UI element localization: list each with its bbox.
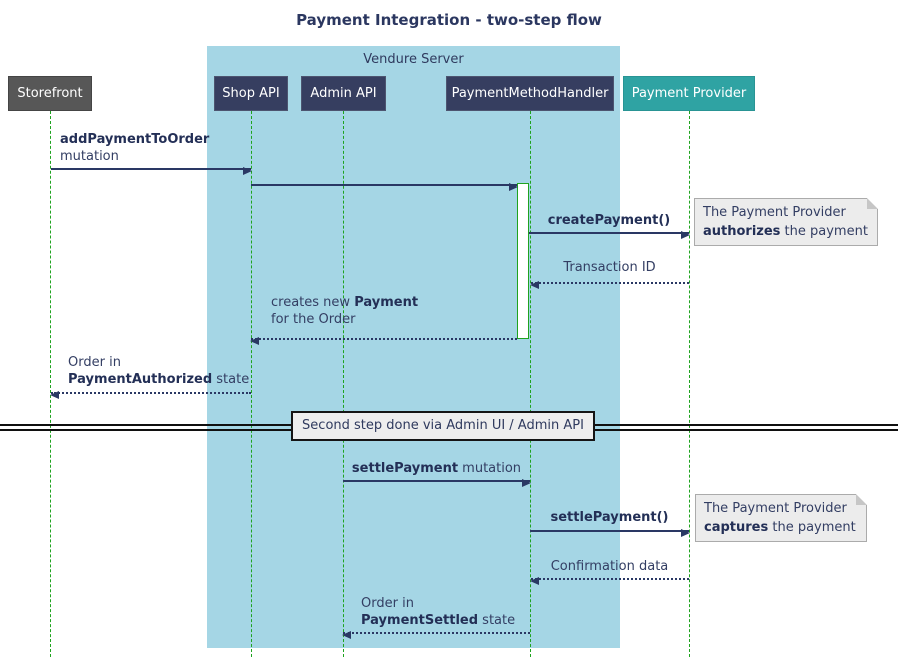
arrow-confirmation-data [530,577,689,585]
message-label-order-settled: Order in PaymentSettled state [361,596,516,628]
message-label-settle-payment-mutation: settlePayment mutation [351,461,522,476]
divider-label: Second step done via Admin UI / Admin AP… [291,411,595,441]
vendure-server-label: Vendure Server [363,52,464,67]
arrow-creates-payment [250,337,517,345]
message-label-create-payment: createPayment() [547,213,671,228]
participant-payment-provider: Payment Provider [623,76,755,111]
participant-storefront: Storefront [8,76,92,111]
lifeline-payment-provider [689,111,690,657]
lifeline-payment-method-handler [530,111,531,657]
diagram-title: Payment Integration - two-step flow [296,11,602,29]
note-authorizes: The Payment Provider authorizes the paym… [694,198,878,246]
arrow-shop-to-handler [251,183,518,191]
lifeline-admin-api [343,111,344,657]
arrow-add-payment [51,167,252,175]
participant-admin-api: Admin API [301,76,386,111]
arrowhead-right [509,183,518,191]
participant-payment-method-handler: PaymentMethodHandler [446,76,614,111]
participant-shop-api: Shop API [214,76,288,111]
arrowhead-right [522,479,531,487]
arrowhead-right [681,231,690,239]
arrow-order-authorized [50,391,251,399]
arrow-settle-payment-call [530,529,690,537]
note-captures: The Payment Provider captures the paymen… [695,494,867,542]
arrowhead-left [50,391,59,399]
arrowhead-right [681,529,690,537]
message-label-order-authorized: Order in PaymentAuthorized state [68,355,250,387]
message-label-transaction-id: Transaction ID [563,260,656,275]
arrowhead-left [342,631,351,639]
arrow-create-payment [529,231,690,239]
lifeline-storefront [50,111,51,657]
message-label-settle-payment-call: settlePayment() [550,510,669,525]
arrow-settle-payment-mutation [343,479,531,487]
arrowhead-left [530,577,539,585]
arrowhead-right [243,167,252,175]
arrow-transaction-id [530,281,689,289]
message-label-confirmation-data: Confirmation data [550,559,669,574]
arrowhead-left [530,281,539,289]
message-label-add-payment: addPaymentToOrder mutation [60,132,210,164]
vendure-server-group [207,46,620,648]
arrow-order-settled [342,631,530,639]
message-label-creates-payment: creates new Payment for the Order [271,295,419,327]
activation-bar-payment-method-handler [517,183,529,339]
lifeline-shop-api [251,111,252,657]
arrowhead-left [250,337,259,345]
